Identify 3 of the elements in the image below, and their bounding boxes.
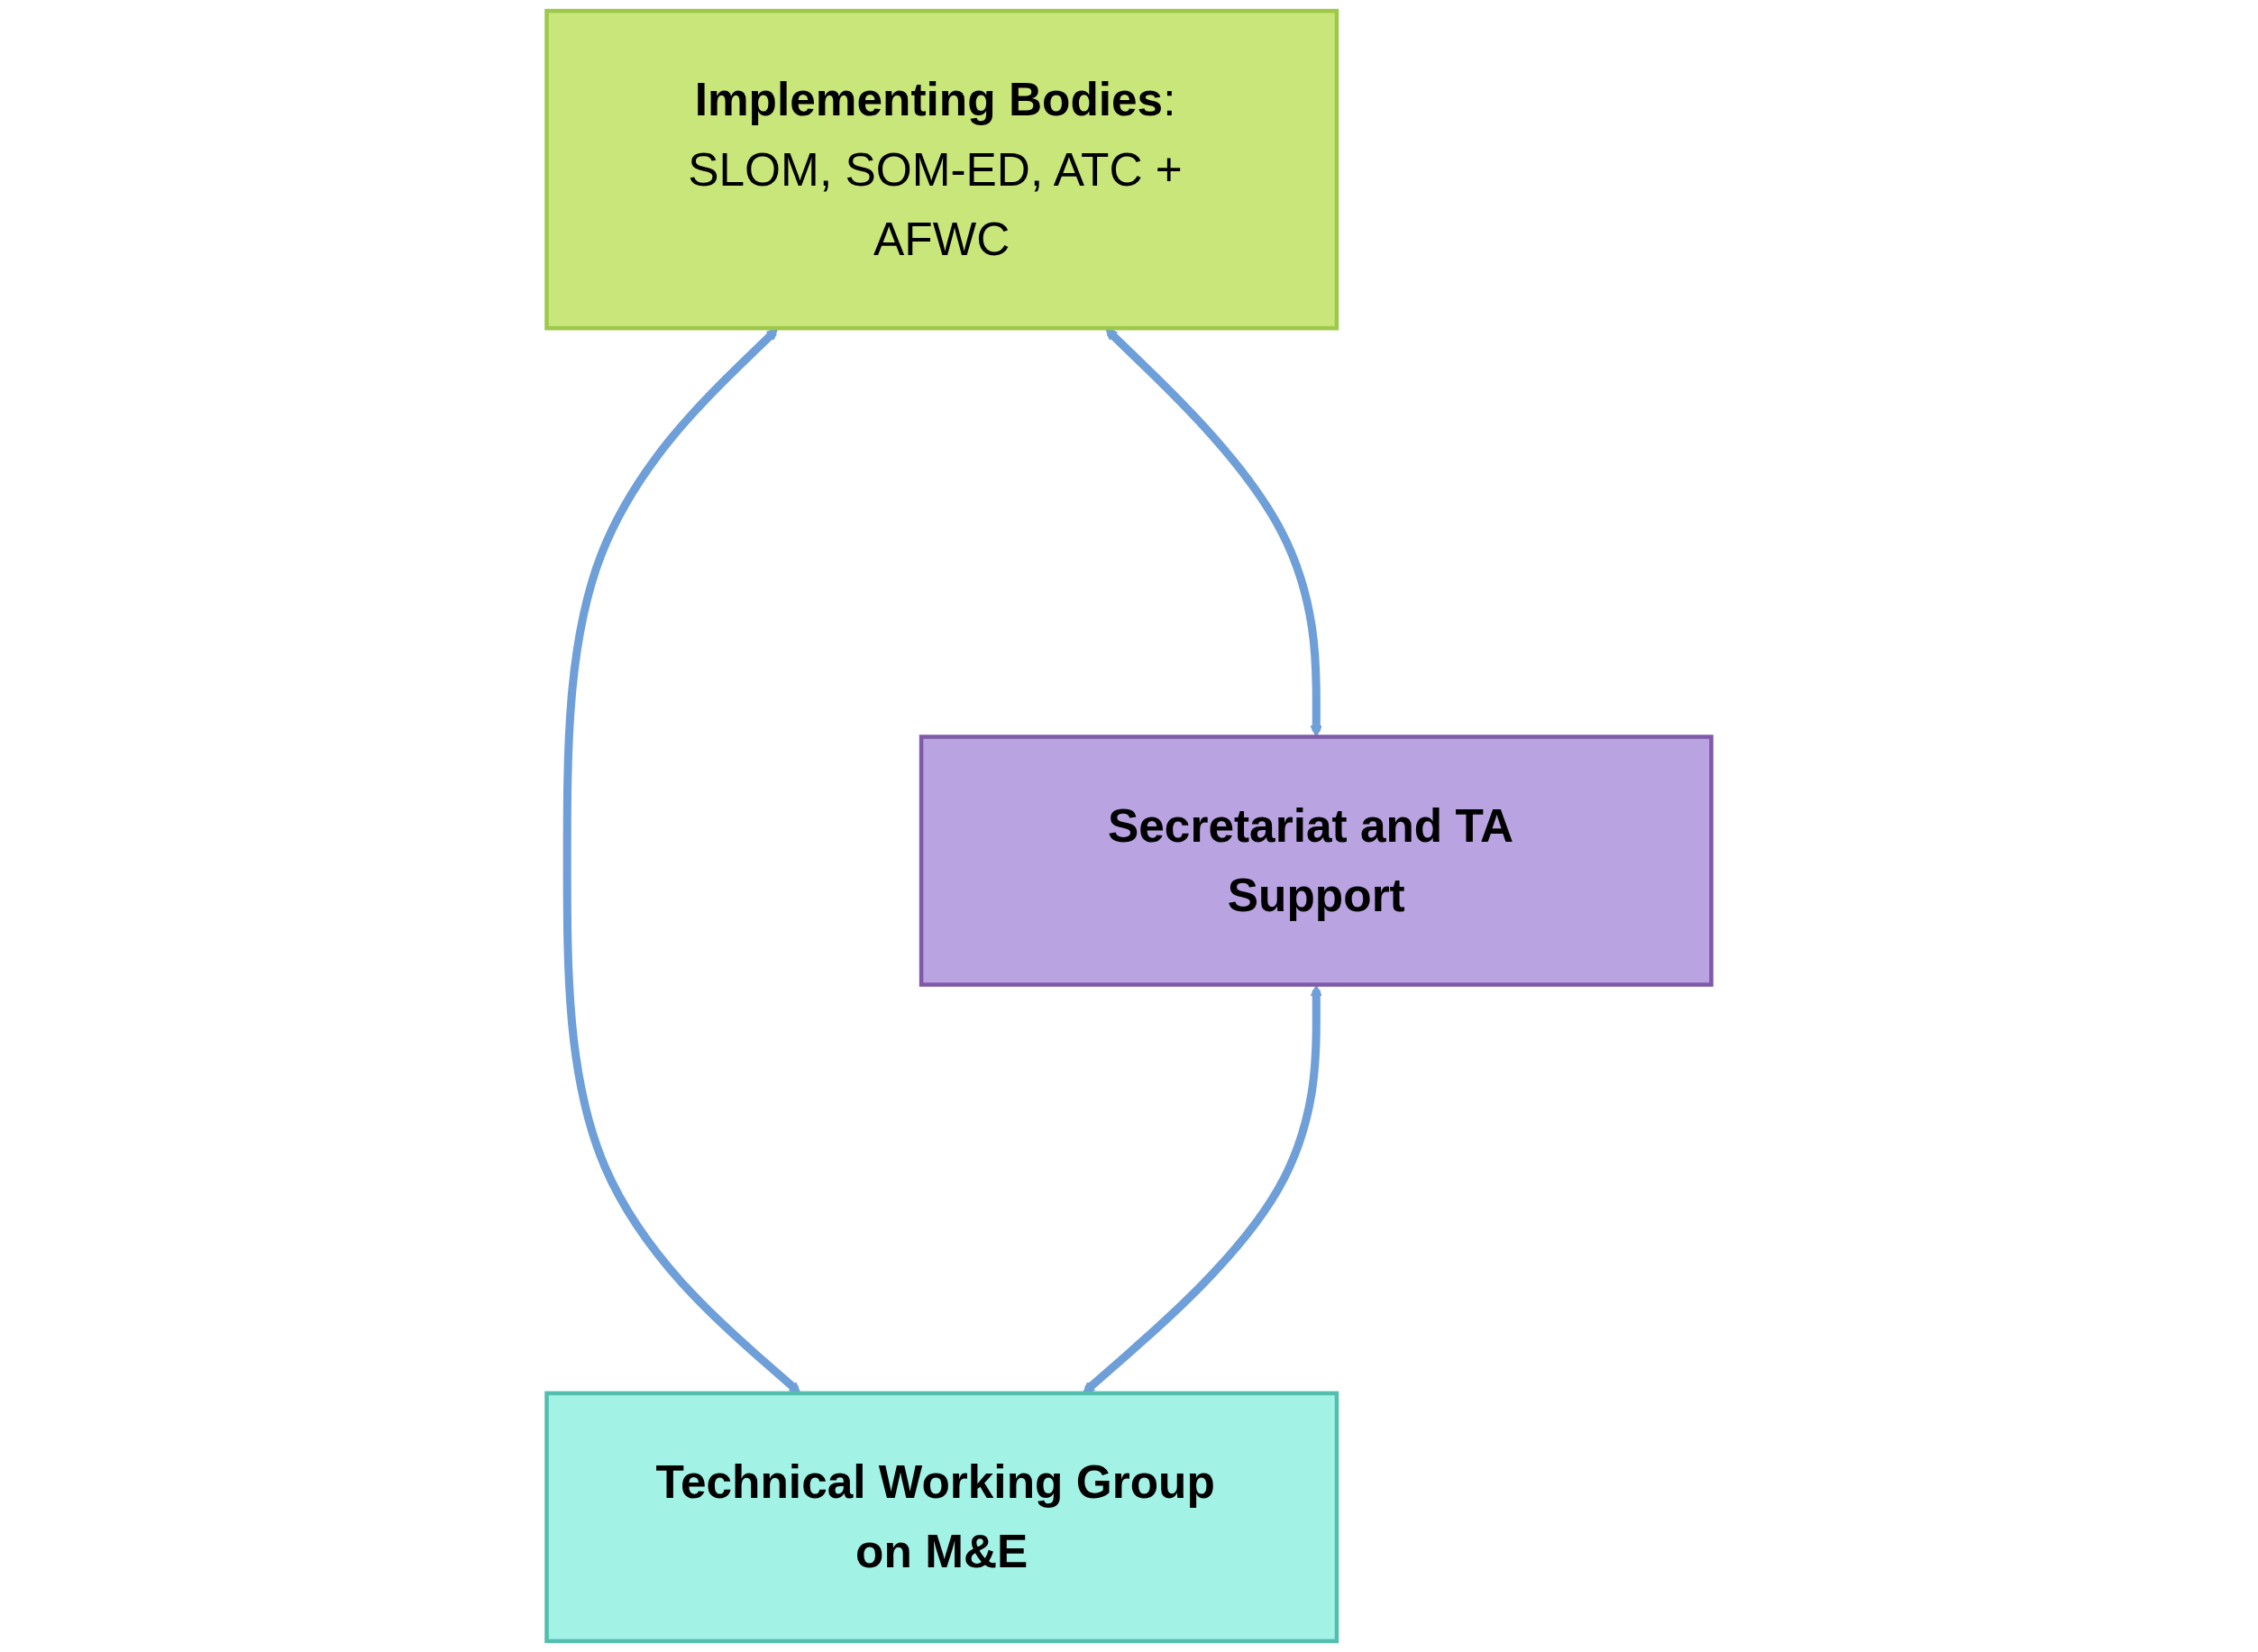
node-box: Secretariat and TA Support <box>919 735 1714 987</box>
node-box: Implementing Bodies: SLOM, SOM-ED, ATC + AFWC <box>544 8 1339 331</box>
node-box: Technical Working Group on M&E <box>544 1391 1339 1644</box>
